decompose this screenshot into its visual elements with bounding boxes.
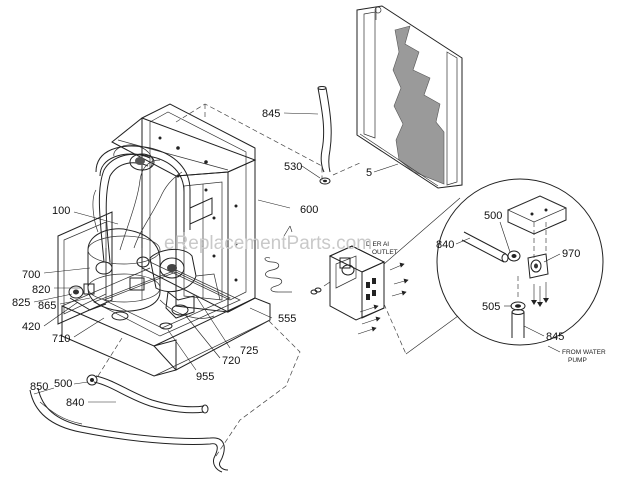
callout-420: 420	[22, 321, 40, 333]
callout-5: 5	[366, 167, 372, 179]
watermark: eReplacementParts.com	[164, 233, 372, 254]
callout-970: 970	[562, 248, 580, 260]
callout-840-bottom: 840	[66, 397, 84, 409]
drain-outlet-note-2: OUTLET	[372, 249, 398, 256]
callout-845-top: 845	[262, 108, 280, 120]
callout-725: 725	[240, 345, 258, 357]
callout-600: 600	[300, 204, 318, 216]
callout-825: 825	[12, 297, 30, 309]
bottom-hose-assembly	[29, 319, 301, 473]
callout-820: 820	[32, 284, 50, 296]
compressor	[87, 144, 213, 312]
filter-panel	[356, 5, 463, 189]
back-panel-phantom	[175, 103, 323, 184]
callout-840-detail: 840	[436, 239, 454, 251]
internal-components	[68, 225, 293, 330]
cabinet	[57, 103, 271, 377]
callout-850: 850	[30, 381, 48, 393]
callout-710: 710	[52, 333, 70, 345]
hose-845-top	[317, 86, 363, 185]
callout-845-detail: 845	[546, 331, 564, 343]
callout-700: 700	[22, 269, 40, 281]
callout-555: 555	[278, 313, 296, 325]
drain-outlet-note-1: D ER AI	[366, 241, 389, 248]
callout-865: 865	[38, 300, 56, 312]
detail-view: FROM WATER PUMP	[383, 178, 606, 364]
from-water-pump-note-2: PUMP	[568, 357, 587, 364]
callout-100: 100	[52, 205, 70, 217]
from-water-pump-note-1: FROM WATER	[562, 349, 606, 356]
leader-lines	[33, 112, 561, 403]
callout-500-bottom: 500	[54, 378, 72, 390]
callout-numbers: 845 530 5 600 100 700 820 825 865 420 71…	[12, 108, 580, 409]
callout-505: 505	[482, 301, 500, 313]
callout-530: 530	[284, 161, 302, 173]
callout-500-detail: 500	[484, 210, 502, 222]
callout-720: 720	[222, 355, 240, 367]
callout-955: 955	[196, 371, 214, 383]
drain-outlet-module: D ER AI OUTLET	[310, 241, 409, 355]
